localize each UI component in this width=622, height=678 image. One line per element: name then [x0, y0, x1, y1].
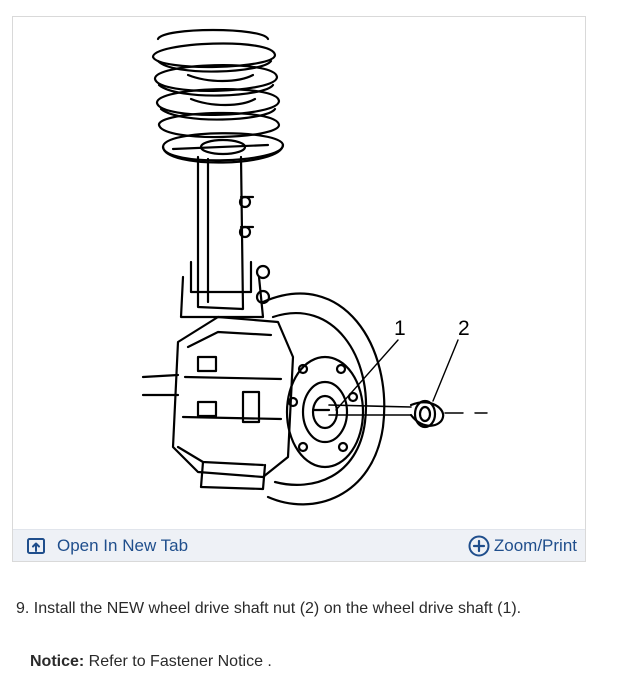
strut-brake-diagram[interactable]: 1 2	[13, 17, 585, 529]
zoom-print-label: Zoom/Print	[493, 535, 577, 555]
callout-2-label: 2	[458, 317, 470, 340]
callout-1-label: 1	[394, 317, 406, 340]
notice-label: Notice:	[30, 653, 85, 670]
spring-seat	[161, 132, 285, 164]
notice-paragraph: Notice: Refer to Fastener Notice .	[30, 653, 272, 671]
callout-1-leader	[335, 339, 399, 411]
zoom-print-button[interactable]: Zoom/Print	[468, 530, 577, 561]
strut-body	[179, 155, 271, 319]
diagram-svg: 1 2	[141, 28, 488, 506]
brake-caliper	[141, 315, 295, 491]
callout-2-leader	[432, 339, 459, 402]
brake-rotor	[261, 292, 386, 506]
open-external-icon	[27, 537, 45, 554]
open-in-new-tab-label: Open In New Tab	[57, 535, 189, 555]
coil-spring	[151, 28, 281, 139]
figure-toolbar: Open In New Tab Zoom/Print	[13, 529, 585, 561]
figure-card: 1 2 Open In New Tab Zoom/Print	[12, 16, 586, 562]
notice-body: Refer to Fastener Notice .	[84, 653, 272, 670]
drive-shaft-and-nut	[311, 399, 488, 429]
step-instruction: 9. Install the NEW wheel drive shaft nut…	[16, 600, 522, 617]
zoom-plus-icon	[468, 535, 490, 557]
open-in-new-tab-button[interactable]: Open In New Tab	[27, 530, 188, 561]
